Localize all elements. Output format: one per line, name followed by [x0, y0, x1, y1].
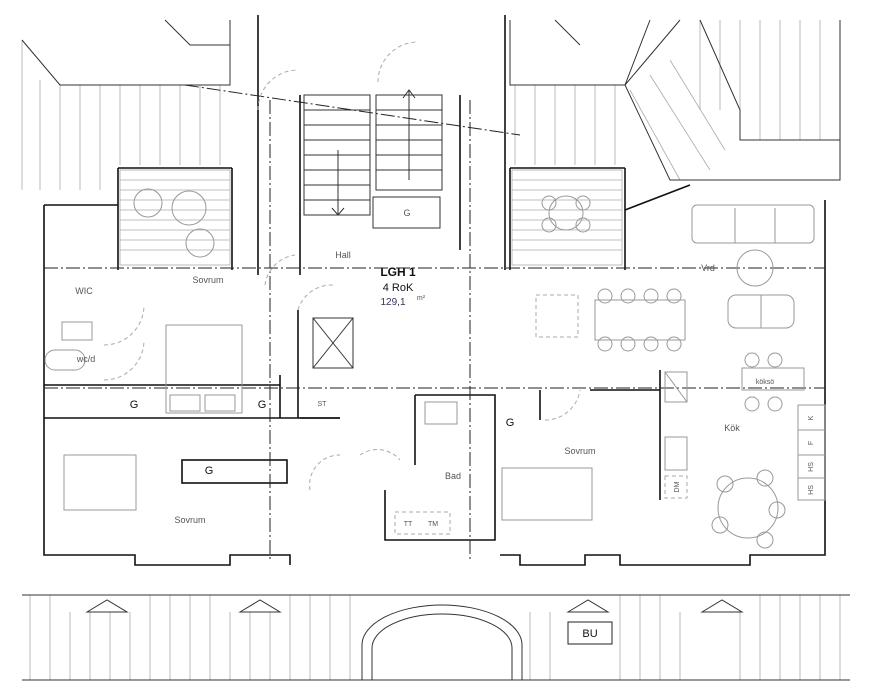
- balcony-bu-label: BU: [582, 628, 597, 640]
- kitchen-unit-k: K: [808, 415, 815, 420]
- kitchen-unit-hs2: HS: [808, 485, 815, 495]
- room-sovrum-2-label: Sovrum: [564, 446, 595, 456]
- room-bad-label: Bad: [445, 471, 461, 481]
- brick-areas: [119, 169, 623, 266]
- furniture: [44, 188, 826, 549]
- labels: G Hall LGH 1 4 RoK 129,1 m² Sovrum WIC w…: [75, 208, 815, 645]
- g-mid-label: G: [205, 465, 214, 477]
- axis-lines: [44, 84, 825, 560]
- room-sovrum-1-label: Sovrum: [192, 275, 223, 285]
- koksö-label: köksö: [756, 379, 774, 386]
- room-wic-label: WIC: [75, 286, 93, 296]
- apartment-type: 4 RoK: [383, 282, 414, 294]
- windows: [85, 599, 744, 613]
- room-wcd-label: wc/d: [76, 354, 96, 364]
- room-hall-label: Hall: [335, 250, 351, 260]
- g-bath-label: G: [506, 417, 515, 429]
- kitchen-unit-hs1: HS: [808, 462, 815, 472]
- stairs: [303, 89, 443, 369]
- g-left1-label: G: [130, 399, 139, 411]
- room-kok-label: Kök: [724, 423, 740, 433]
- dm-label: DM: [674, 481, 681, 492]
- kitchen-unit-f: F: [808, 441, 815, 445]
- bu-box: [567, 621, 613, 645]
- g-stair-label: G: [403, 208, 410, 218]
- apartment-area: 129,1: [380, 297, 405, 308]
- tt-label: TT: [404, 521, 413, 528]
- room-sovrum-3-label: Sovrum: [174, 515, 205, 525]
- tm-label: TM: [428, 521, 438, 528]
- roof-outline: [21, 19, 850, 681]
- apartment-name: LGH 1: [380, 265, 416, 279]
- walls: [43, 15, 826, 566]
- apartment-area-unit: m²: [417, 295, 426, 302]
- st-label: ST: [318, 401, 328, 408]
- room-vrd-label: Vrd: [701, 263, 715, 273]
- door-swings: [103, 41, 581, 491]
- roof-hatching: [21, 20, 841, 680]
- g-left2-label: G: [258, 399, 267, 411]
